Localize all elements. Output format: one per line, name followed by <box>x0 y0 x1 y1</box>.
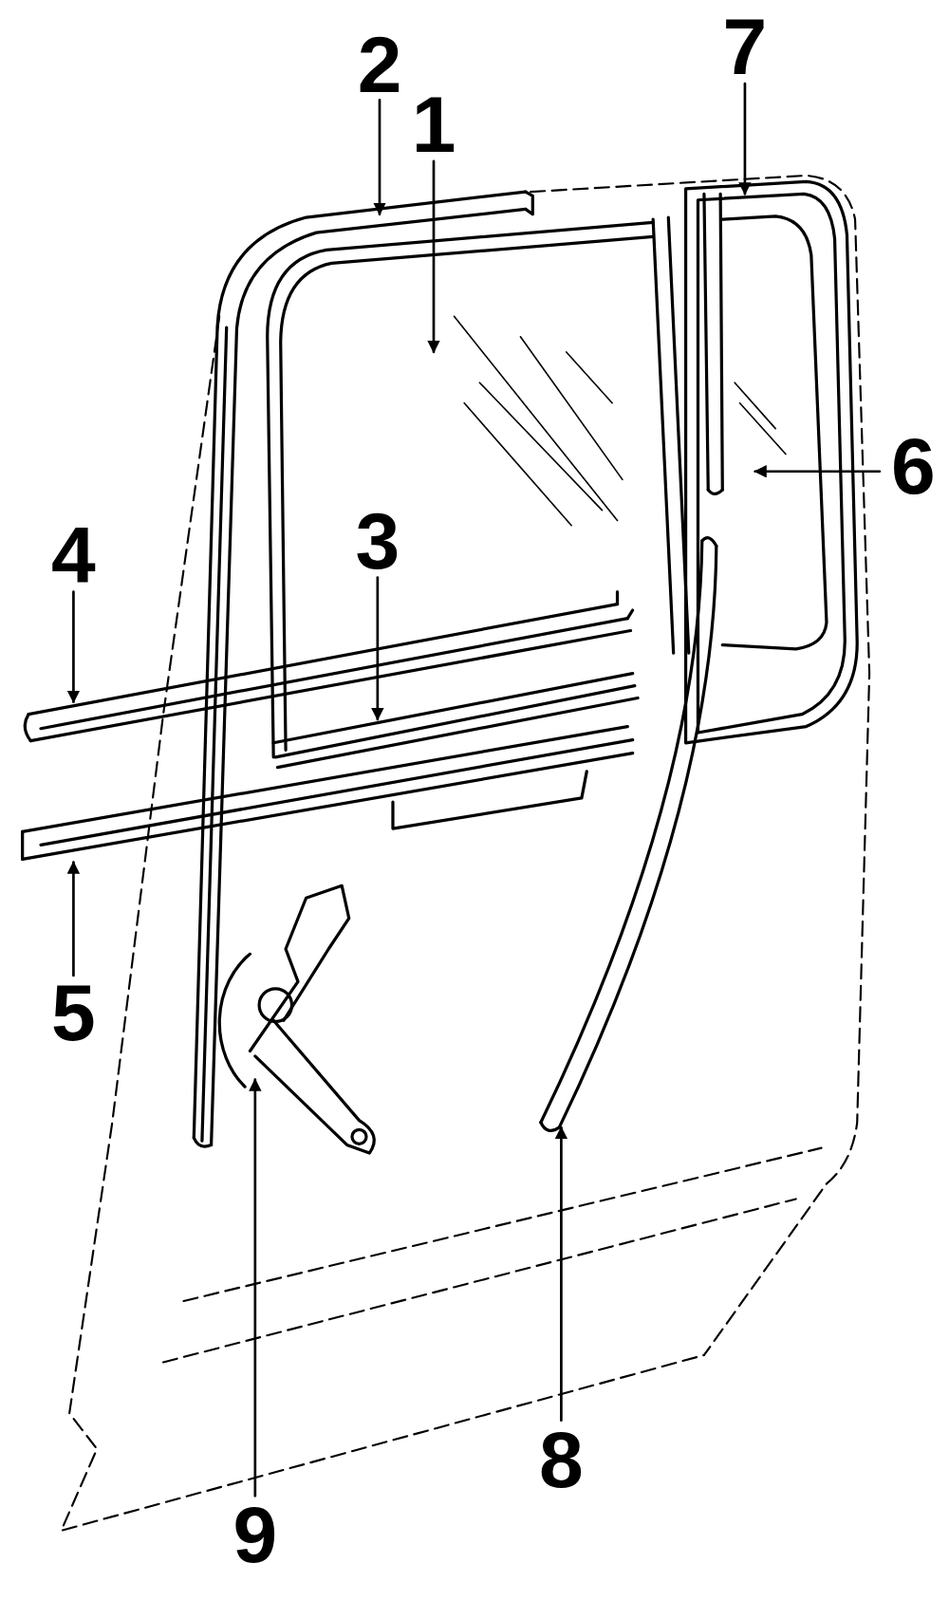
callout-number: 6 <box>891 426 936 506</box>
vent-frame <box>686 181 858 743</box>
vent-glass <box>722 216 827 650</box>
inner-belt-strip <box>22 726 633 860</box>
callout-number: 1 <box>411 84 457 165</box>
callout-number: 2 <box>357 24 403 105</box>
leader-arrows <box>73 83 879 1496</box>
outer-belt-strip <box>24 592 633 742</box>
callout-number: 3 <box>354 501 400 581</box>
callout-number: 7 <box>723 6 768 87</box>
callout-number: 5 <box>51 972 96 1053</box>
callout-number: 8 <box>539 1419 584 1500</box>
window-regulator <box>219 885 374 1154</box>
glass-sash-channel <box>273 673 638 768</box>
callout-number: 4 <box>51 515 96 596</box>
rear-run-channel <box>540 538 717 1132</box>
callout-number: 9 <box>232 1494 278 1575</box>
door-outline <box>61 175 871 1531</box>
door-glass <box>267 217 689 758</box>
